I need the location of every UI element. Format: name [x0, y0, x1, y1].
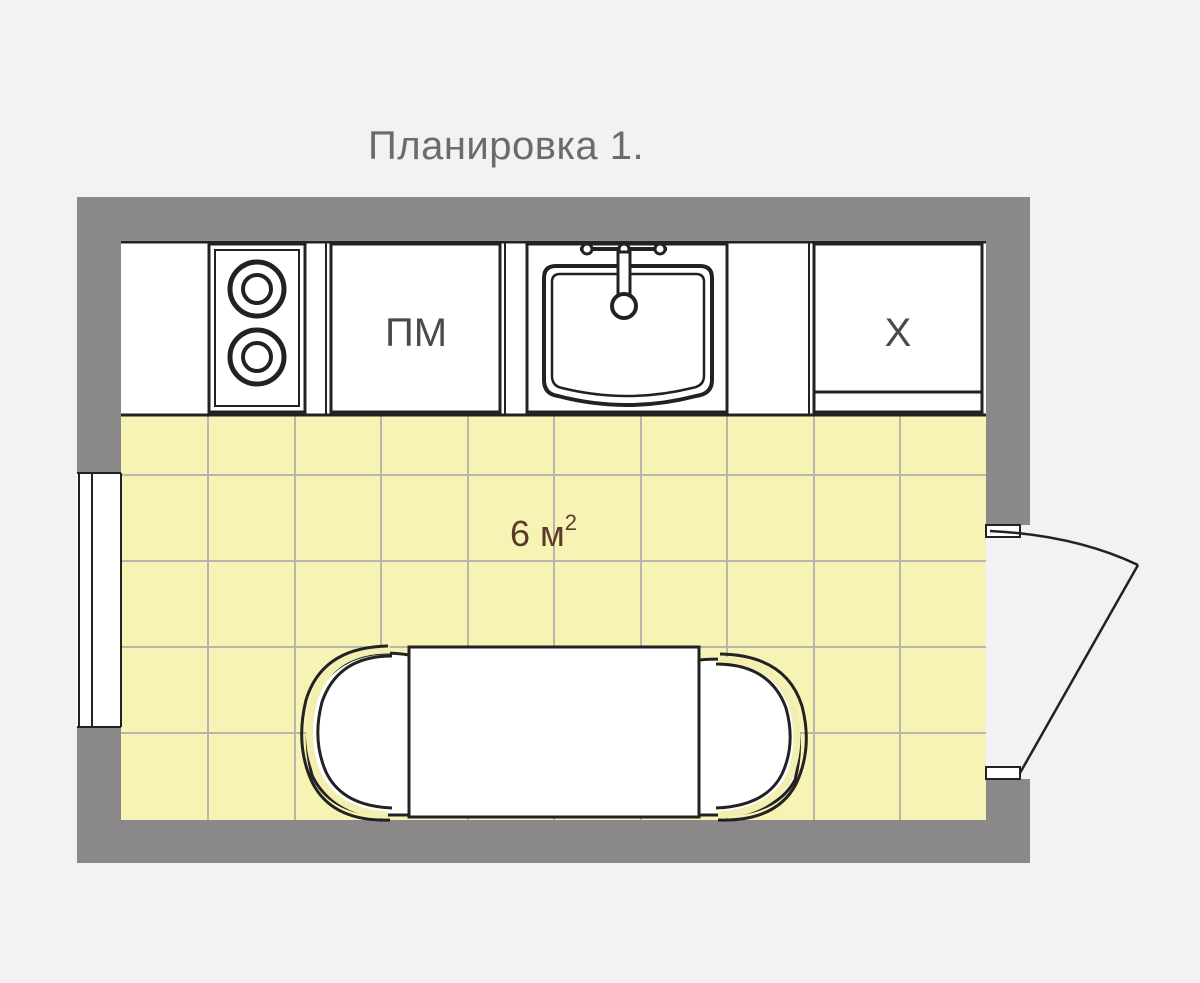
- dishwasher-label: ПМ: [385, 311, 447, 355]
- stove-icon: [207, 242, 307, 414]
- area-unit-superscript: 2: [565, 510, 577, 535]
- chair-icon: [300, 644, 411, 822]
- sink-icon: [525, 242, 729, 414]
- chair-icon: [697, 652, 808, 822]
- fridge: Х: [812, 242, 984, 414]
- area-label: 6 м2: [510, 510, 577, 554]
- window-icon: [77, 472, 122, 728]
- dining-table: [407, 645, 701, 819]
- fridge-label: Х: [885, 311, 912, 355]
- area-value: 6 м: [510, 513, 565, 554]
- dishwasher: ПМ: [329, 242, 502, 414]
- page-title: Планировка 1.: [368, 124, 645, 168]
- door-icon: [985, 524, 1140, 780]
